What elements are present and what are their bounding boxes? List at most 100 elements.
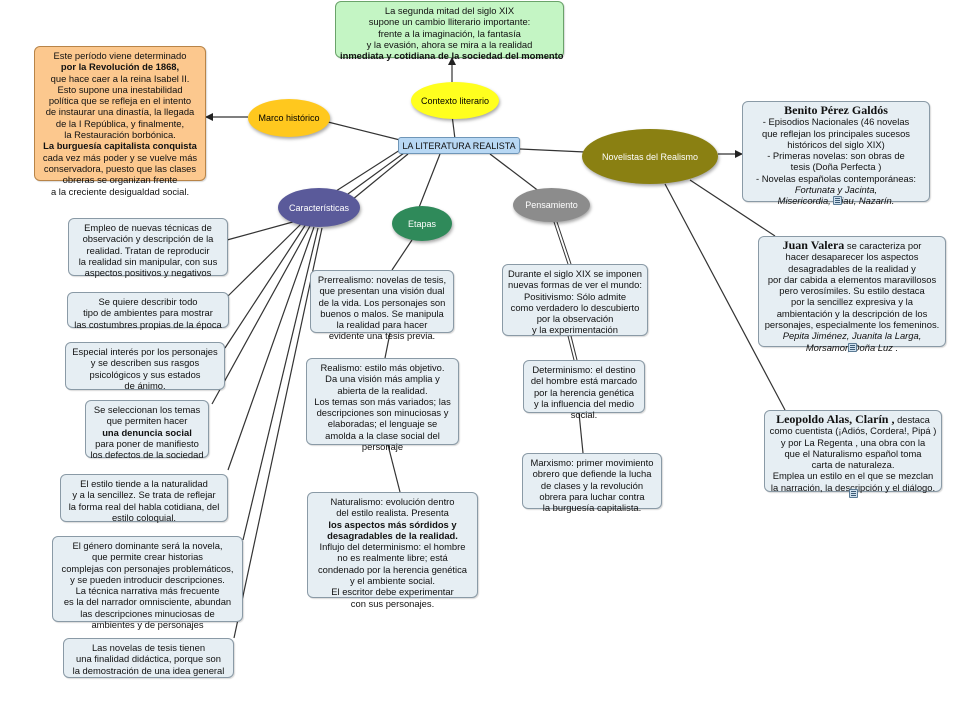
galdos-name: Benito Pérez Galdós	[784, 103, 888, 117]
contexto-line: frente a la imaginación, la fantasía	[378, 27, 521, 39]
pensamiento-label: Pensamiento	[525, 200, 578, 210]
pensamiento-line: obrera para luchar contra	[539, 490, 645, 502]
clarin-box: Leopoldo Alas, Clarín , destaca como cue…	[764, 410, 942, 493]
galdos-notes-icon[interactable]	[833, 196, 842, 205]
caracteristica-line: que permiten hacer	[106, 415, 188, 427]
caracteristica-box-5: El estilo tiende a la naturalidad y a la…	[60, 474, 228, 523]
etapa-line: buenos o malos. Se manipula	[320, 307, 444, 319]
caracteristica-line: para poner de manifiesto	[95, 437, 199, 449]
caracteristicas-node[interactable]: Características	[278, 188, 360, 227]
pensamiento-line: del hombre está marcado	[530, 375, 638, 387]
caracteristica-line: es la del narrador omnisciente, abundan	[63, 596, 232, 608]
marco-line: obreras se organizan frente	[62, 174, 178, 186]
clarin-notes-icon[interactable]	[849, 489, 858, 498]
etapa-line: condenado por la herencia genética	[317, 563, 468, 575]
galdos-box: Benito Pérez Galdós - Episodios Nacional…	[742, 101, 930, 206]
caracteristica-line: una denuncia social	[102, 426, 192, 438]
marco-line: de instaurar una dinastía, la llegada	[45, 106, 195, 118]
caracteristica-line: Empleo de nuevas técnicas de	[84, 222, 212, 233]
caracteristica-line: observación y descripción de la	[82, 233, 214, 245]
valera-box: Juan Valera se caracteriza por hacer des…	[758, 236, 946, 353]
etapa-line: Da una visión más amplia y	[325, 373, 440, 385]
pensamiento-line: por la herencia genética	[533, 386, 635, 398]
pensamiento-line: obrero que defiende la lucha	[532, 468, 652, 480]
etapa-line: evidente una tesis previa.	[328, 330, 436, 342]
contexto-line: inmediata y cotidiana de la sociedad del…	[340, 50, 564, 62]
marco-line: de la I República, y finalmente,	[55, 117, 185, 129]
pensamiento-line: social.	[570, 409, 598, 421]
marco-line: cada vez más poder y se vuelve más	[42, 151, 198, 163]
valera-line: se caracteriza por	[846, 240, 922, 251]
etapa-line: descripciones son minuciosas y	[316, 407, 449, 419]
marco-historico-node[interactable]: Marco histórico	[248, 99, 330, 137]
etapa-line: Naturalismo: evolución dentro	[330, 496, 455, 507]
galdos-line: históricos del siglo XIX)	[787, 138, 885, 150]
etapa-line: del estilo realista. Presenta	[336, 507, 449, 519]
etapa-prerrealismo-box: Prerrealismo: novelas de tesis, que pres…	[310, 270, 454, 341]
novelistas-node[interactable]: Novelistas del Realismo	[582, 129, 718, 184]
marco-historico-box: Este período viene determinado por la Re…	[34, 46, 206, 197]
etapa-line: de la vida. Los personajes son	[318, 296, 446, 308]
etapa-line: y el ambiente social.	[350, 575, 435, 587]
caracteristica-line: tipo de ambientes para mostrar	[83, 307, 213, 319]
caracteristica-box-3: Especial interés por los personajes y se…	[65, 342, 225, 391]
valera-notes-icon[interactable]	[848, 343, 857, 352]
caracteristica-box-6: El género dominante será la novela, que …	[52, 536, 243, 630]
clarin-line: que el Naturalismo español toma	[784, 447, 922, 459]
marco-line: Este período viene determinado	[53, 50, 187, 61]
caracteristica-line: Las novelas de tesis tienen	[91, 642, 206, 653]
caracteristica-line: y se describen sus rasgos	[90, 357, 200, 369]
marco-line: conservadora, puesto que las clases	[43, 162, 197, 174]
caracteristica-line: realidad. Tratan de reproducir	[86, 244, 210, 256]
central-topic-label: LA LITERATURA REALISTA	[402, 141, 516, 151]
etapas-node[interactable]: Etapas	[392, 206, 452, 241]
caracteristica-line: complejas con personajes problemáticos,	[61, 562, 234, 574]
pensamiento-line: Positivismo: Sólo admite	[523, 290, 627, 302]
clarin-line: la narración, la descripción y el diálog…	[770, 481, 936, 493]
caracteristica-box-4: Se seleccionan los temas que permiten ha…	[85, 400, 209, 461]
marco-line: a la creciente desigualdad social.	[50, 185, 190, 197]
marco-line: Esto supone una inestabilidad	[57, 83, 183, 95]
etapa-line: los aspectos más sórdidos y	[328, 518, 457, 530]
caracteristica-line: la forma real del habla cotidiana, del	[68, 500, 220, 512]
caracteristica-line: y se pueden introducir descripciones.	[70, 573, 225, 585]
pensamiento-line: por la observación	[536, 313, 614, 325]
valera-line: por dar cabida a elementos maravillosos	[767, 273, 937, 285]
caracteristica-line: El estilo tiende a la naturalidad	[80, 478, 208, 489]
etapa-line: la realidad para hacer	[336, 319, 428, 331]
valera-line: Pepita Jiménez, Juanita la Larga,	[782, 330, 922, 342]
valera-line: desagradables de la realidad y	[788, 262, 916, 274]
valera-line: pero verosímiles. Su estilo destaca	[779, 285, 925, 297]
caracteristica-line: los defectos de la sociedad	[90, 449, 204, 461]
caracteristica-line: aspectos positivos y negativos	[84, 267, 212, 279]
etapa-line: elaboradas; el lenguaje se	[327, 418, 438, 430]
pensamiento-line: de clases y la revolución	[540, 479, 644, 491]
etapa-line: abierta de la realidad.	[337, 384, 428, 396]
caracteristica-line: La técnica narrativa más frecuente	[75, 585, 220, 597]
pensamiento-node[interactable]: Pensamiento	[513, 188, 590, 222]
marco-line: que hace caer a la reina Isabel II.	[50, 72, 190, 84]
caracteristicas-label: Características	[288, 202, 350, 213]
clarin-name: Leopoldo Alas, Clarín ,	[776, 412, 895, 426]
caracteristica-line: de ánimo.	[124, 379, 166, 391]
contexto-line: y la evasión, ahora se mira a la realida…	[366, 38, 533, 50]
marco-line: La burguesía capitalista conquista	[43, 140, 197, 152]
caracteristica-line: psicológicos y sus estados	[89, 368, 201, 380]
novelistas-label: Novelistas del Realismo	[601, 151, 699, 162]
etapa-line: Realismo: estilo más objetivo.	[320, 362, 445, 373]
etapa-naturalismo-box: Naturalismo: evolución dentro del estilo…	[307, 492, 478, 609]
marco-historico-label: Marco histórico	[258, 113, 320, 123]
central-topic-box[interactable]: LA LITERATURA REALISTA	[398, 137, 520, 154]
caracteristica-line: las costumbres propias de la época	[74, 318, 222, 330]
pensamiento-line: y la experimentación	[532, 324, 618, 336]
contexto-literario-node[interactable]: Contexto literario	[411, 82, 499, 119]
marco-line: por la Revolución de 1868,	[60, 61, 180, 73]
galdos-line: que reflejan los principales sucesos	[762, 127, 910, 139]
etapa-line: amolda a la clase social del	[325, 429, 440, 441]
etapa-line: personaje	[361, 441, 404, 453]
clarin-line: Emplea un estilo en el que se mezclan	[772, 470, 934, 482]
caracteristica-line: Especial interés por los personajes	[72, 346, 218, 357]
caracteristica-line: y a la sencillez. Se trata de reflejar	[72, 489, 216, 501]
clarin-line: como cuentista (¡Adiós, Cordera!, Pipá )	[769, 425, 937, 437]
